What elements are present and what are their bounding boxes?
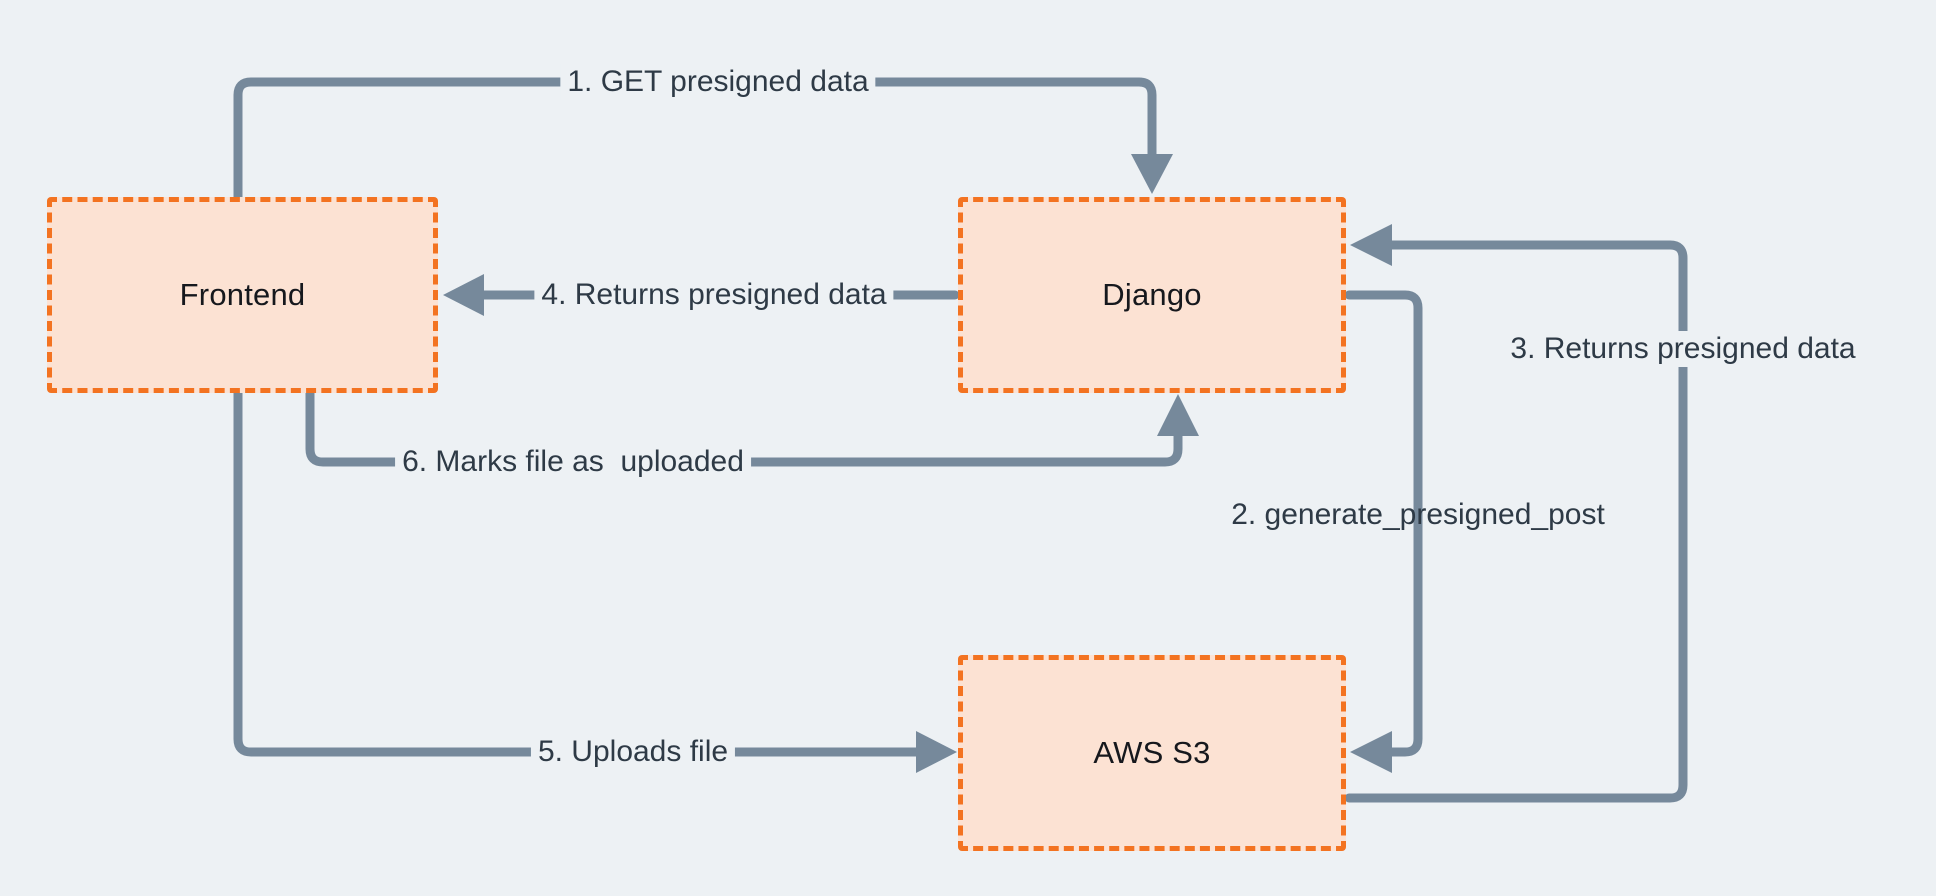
node-frontend[interactable]: Frontend (47, 197, 438, 393)
edge-step-5-line (233, 388, 933, 757)
edge-step-3 (1344, 224, 1688, 803)
edge-step-3-arrowhead-icon (1350, 224, 1392, 266)
edge-step-3-line (1344, 240, 1688, 803)
edge-step-2-line (1344, 290, 1423, 757)
node-django-label: Django (1102, 277, 1202, 312)
edge-step-2 (1344, 290, 1423, 773)
node-aws-s3-label: AWS S3 (1093, 735, 1211, 770)
edge-step-5-arrowhead-icon (916, 731, 957, 773)
edge-step-1-line (233, 77, 1157, 202)
edge-step-2-arrowhead-icon (1350, 731, 1392, 773)
node-frontend-label: Frontend (179, 277, 306, 312)
node-django[interactable]: Django (958, 197, 1346, 393)
edge-step-6 (305, 388, 1199, 467)
edge-step-6-line (305, 388, 1183, 467)
node-aws-s3[interactable]: AWS S3 (958, 655, 1346, 851)
edge-step-1 (233, 77, 1173, 202)
edge-step-5 (233, 388, 957, 773)
edge-step-1-arrowhead-icon (1131, 154, 1173, 194)
edge-step-4 (443, 274, 960, 316)
edge-step-6-arrowhead-icon (1157, 394, 1199, 436)
edge-step-4-arrowhead-icon (443, 274, 484, 316)
